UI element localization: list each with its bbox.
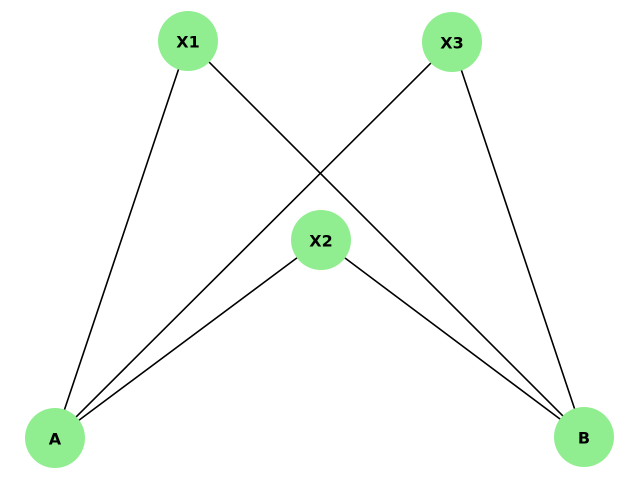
- graph-edge-A-X1: [63, 68, 180, 411]
- graph-edge-A-X2: [78, 257, 298, 421]
- graph-node-X1[interactable]: X1: [158, 11, 218, 71]
- graph-node-circle-B[interactable]: [554, 407, 614, 467]
- graph-node-A[interactable]: A: [25, 408, 85, 468]
- graph-node-circle-A[interactable]: [25, 408, 85, 468]
- graph-edge-B-X2: [344, 257, 561, 420]
- graph-node-circle-X1[interactable]: [158, 11, 218, 71]
- graph-node-X2[interactable]: X2: [291, 210, 351, 270]
- graph-edge-A-X3: [75, 62, 432, 418]
- graph-node-circle-X3[interactable]: [422, 12, 482, 72]
- graph-node-B[interactable]: B: [554, 407, 614, 467]
- graph-node-X3[interactable]: X3: [422, 12, 482, 72]
- graph-edge-B-X1: [208, 61, 564, 417]
- graph-edge-B-X3: [460, 69, 576, 410]
- edge-layer: [63, 61, 576, 421]
- graph-node-circle-X2[interactable]: [291, 210, 351, 270]
